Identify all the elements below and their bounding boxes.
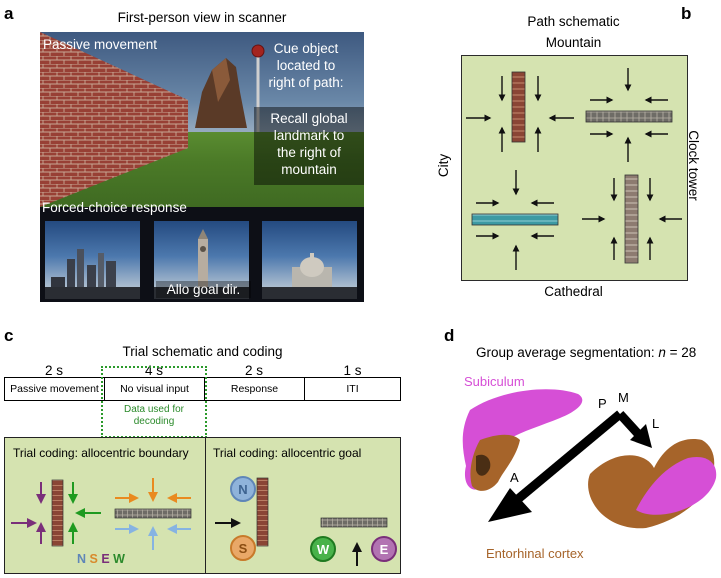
panel-letter-d: d: [444, 326, 455, 345]
panel-letter-a: a: [4, 4, 14, 23]
panel-letter-b: b: [681, 4, 692, 23]
coding-goal-title: Trial coding: allocentric goal: [213, 446, 362, 460]
landmark-bottom: Cathedral: [544, 284, 603, 299]
axis-a-label: A: [510, 470, 519, 485]
recall-text-backdrop: [254, 107, 364, 185]
choice-clock-tower[interactable]: [154, 221, 249, 299]
panel-letter-c: c: [4, 326, 14, 345]
forced-choice-strip: Forced-choice response Allo goal dir.: [40, 200, 364, 302]
entorhinal-label: Entorhinal cortex: [486, 546, 584, 561]
decoding-note: Data used for decoding: [123, 404, 185, 427]
panel-b-title: Path schematic: [527, 14, 620, 29]
trial-coding-box: Trial coding: allocentric boundary Trial…: [4, 437, 401, 574]
trial-coding-diagram: [11, 477, 388, 566]
axis-m-label: M: [618, 390, 629, 405]
legend-south: S: [89, 552, 98, 566]
phase-duration-4: 1 s: [343, 363, 362, 378]
goal-circle-south: S: [230, 535, 256, 561]
axis-l-label: L: [652, 416, 659, 431]
segmentation-3d-render: P M L A: [462, 389, 717, 529]
goal-circle-west: W: [310, 536, 336, 562]
goal-circle-north: N: [230, 476, 256, 502]
boundary-legend: N S E W: [77, 552, 125, 566]
phase-response: Response: [204, 377, 305, 401]
panel-a-title: First-person view in scanner: [117, 10, 287, 25]
subiculum-label: Subiculum: [464, 374, 525, 389]
legend-north: N: [77, 552, 87, 566]
landmark-right: Clock tower: [685, 130, 701, 201]
forced-choice-label: Forced-choice response: [42, 200, 187, 215]
phase-duration-3: 2 s: [244, 363, 263, 378]
path-schematic-drawing: [466, 68, 682, 270]
brick-wall: [40, 32, 265, 207]
city-skyline-image: [51, 249, 116, 289]
phase-iti: ITI: [304, 377, 401, 401]
panel-d-title: Group average segmentation: n = 28: [476, 345, 697, 360]
phase-passive-movement: Passive movement: [4, 377, 105, 401]
goal-circle-east: E: [371, 536, 397, 562]
cathedral-image: [292, 253, 332, 289]
coding-divider: [205, 438, 207, 573]
passive-movement-label: Passive movement: [43, 37, 158, 52]
virtual-environment-scene: Passive movement Cue object located to r…: [40, 32, 364, 207]
path-schematic: [461, 55, 688, 281]
recall-instruction-text: Recall global landmark to the right of m…: [270, 111, 348, 177]
choice-city[interactable]: [45, 221, 140, 299]
allo-goal-label: Allo goal dir.: [156, 281, 251, 298]
landmark-top: Mountain: [545, 35, 602, 50]
choice-cathedral[interactable]: [262, 221, 357, 299]
panel-c-title: Trial schematic and coding: [122, 344, 283, 359]
coding-boundary-title: Trial coding: allocentric boundary: [13, 446, 189, 460]
clock-tower-image: [198, 229, 208, 289]
axis-p-label: P: [598, 396, 607, 411]
cue-object-text: Cue object located to right of path:: [268, 41, 344, 90]
legend-east: E: [101, 552, 110, 566]
legend-west: W: [113, 552, 125, 566]
phase-no-visual-input: No visual input: [104, 377, 205, 401]
phase-duration-1: 2 s: [44, 363, 63, 378]
scanner-view-image: Passive movement Cue object located to r…: [40, 32, 364, 302]
landmark-left: City: [436, 153, 452, 178]
